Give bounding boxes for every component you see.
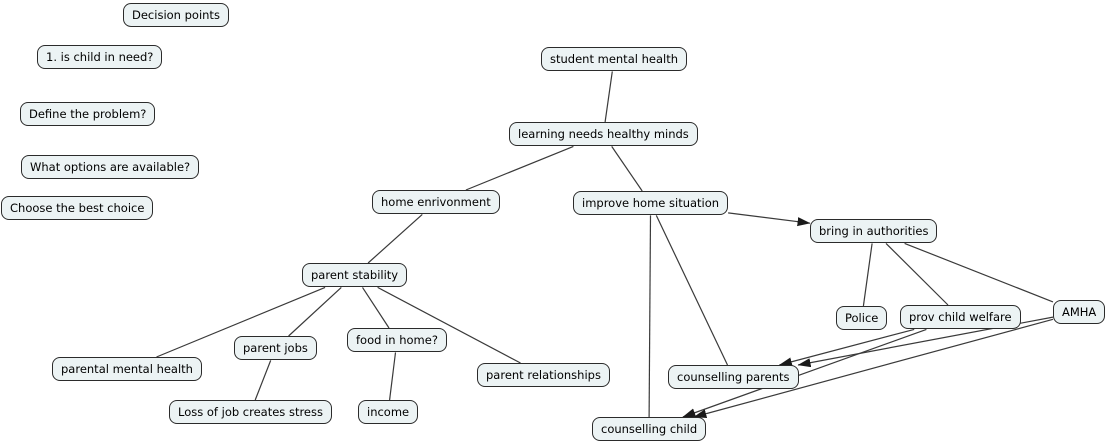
node-child-in-need[interactable]: 1. is child in need? bbox=[37, 45, 163, 70]
edge-prov-child-welfare-to-counselling-child bbox=[682, 328, 927, 418]
edge-student-mental-health-to-learning-needs bbox=[604, 71, 613, 123]
edge-learning-needs-to-improve-home bbox=[611, 146, 643, 192]
edge-parent-stability-to-parental-mental-health bbox=[156, 286, 326, 358]
edge-amha-to-counselling-child bbox=[693, 318, 1054, 419]
edge-food-in-home-to-income bbox=[389, 352, 397, 401]
edge-bring-authorities-to-prov-child-welfare bbox=[885, 242, 949, 306]
node-food-in-home[interactable]: food in home? bbox=[347, 328, 447, 353]
edge-learning-needs-to-home-environment bbox=[465, 145, 574, 191]
node-parent-jobs[interactable]: parent jobs bbox=[234, 336, 317, 361]
node-police[interactable]: Police bbox=[836, 306, 888, 331]
node-student-mental-health[interactable]: student mental health bbox=[541, 47, 687, 72]
node-choose-best[interactable]: Choose the best choice bbox=[1, 196, 154, 221]
edge-parent-jobs-to-loss-of-job bbox=[254, 360, 272, 401]
node-parent-relationships[interactable]: parent relationships bbox=[477, 363, 610, 388]
edge-bring-authorities-to-police bbox=[862, 243, 873, 307]
node-parent-stability[interactable]: parent stability bbox=[302, 263, 408, 288]
node-counselling-parents[interactable]: counselling parents bbox=[668, 365, 799, 390]
node-counselling-child[interactable]: counselling child bbox=[592, 417, 707, 442]
edge-parent-stability-to-parent-relationships bbox=[377, 286, 521, 364]
edge-bring-authorities-to-amha bbox=[904, 242, 1054, 303]
node-prov-child-welfare[interactable]: prov child welfare bbox=[900, 305, 1021, 330]
node-define-problem[interactable]: Define the problem? bbox=[20, 102, 156, 127]
node-amha[interactable]: AMHA bbox=[1053, 300, 1106, 325]
edge-parent-stability-to-parent-jobs bbox=[288, 286, 342, 337]
node-parental-mental-health[interactable]: parental mental health bbox=[52, 357, 202, 382]
node-learning-needs[interactable]: learning needs healthy minds bbox=[509, 122, 698, 147]
node-home-environment[interactable]: home enrivonment bbox=[372, 190, 500, 215]
node-income[interactable]: income bbox=[358, 400, 419, 425]
node-loss-of-job[interactable]: Loss of job creates stress bbox=[169, 400, 332, 425]
edge-improve-home-to-counselling-parents bbox=[655, 215, 729, 366]
edge-improve-home-to-counselling-child bbox=[648, 215, 652, 418]
node-improve-home[interactable]: improve home situation bbox=[573, 191, 729, 216]
edge-improve-home-to-bring-authorities bbox=[728, 212, 811, 227]
node-what-options[interactable]: What options are available? bbox=[21, 155, 200, 180]
node-bring-authorities[interactable]: bring in authorities bbox=[810, 219, 938, 244]
edge-parent-stability-to-food-in-home bbox=[361, 287, 390, 329]
node-decision-points[interactable]: Decision points bbox=[123, 3, 229, 28]
edge-home-environment-to-parent-stability bbox=[367, 213, 423, 264]
